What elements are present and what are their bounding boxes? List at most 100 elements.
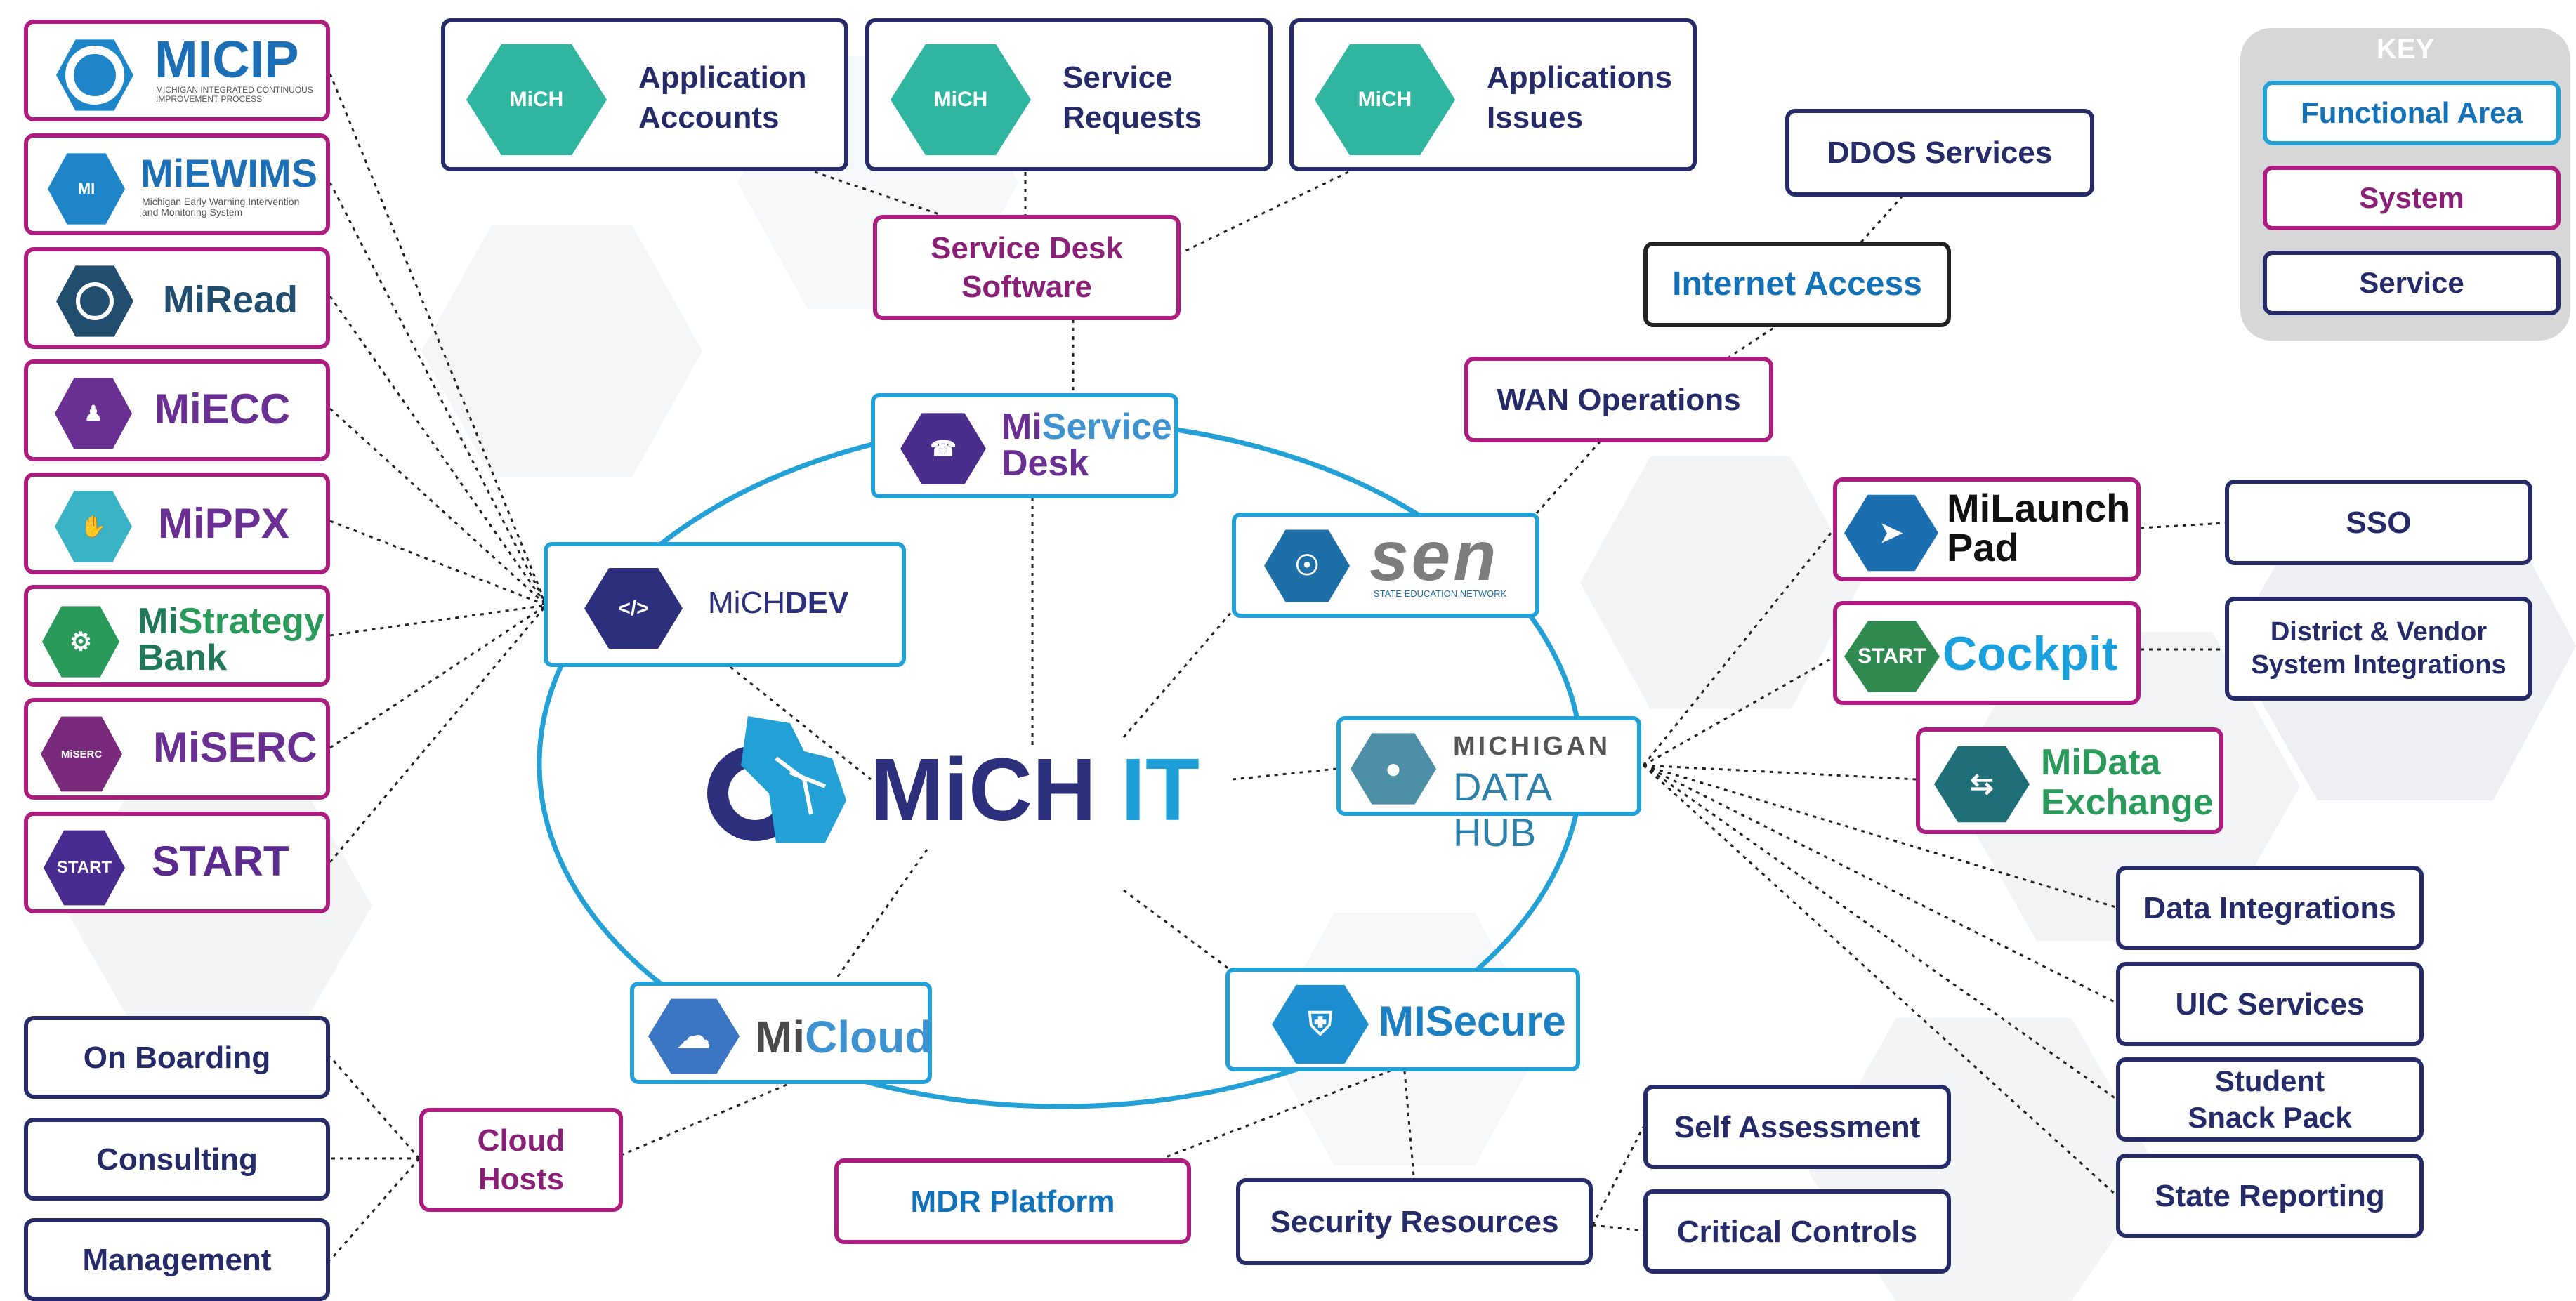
security-resources-box[interactable]: Security Resources: [1236, 1178, 1593, 1265]
michdev-dev: DEV: [784, 586, 849, 620]
mich-it-it: IT: [1120, 740, 1200, 839]
data-integrations-box[interactable]: Data Integrations: [2116, 866, 2424, 950]
mich-badge: MiCH: [933, 88, 988, 111]
miservice-mi: Mi: [1001, 407, 1042, 447]
mippx-name: MiPPX: [158, 500, 289, 547]
service-requests-system[interactable]: MiCH Service Requests: [865, 18, 1273, 171]
milaunchpad-title: MiLaunch Pad: [1947, 489, 2130, 567]
michigan-book-icon: MI: [48, 153, 125, 225]
legend-service: Service: [2263, 251, 2561, 315]
michigan-badge-icon: MiCH: [891, 44, 1031, 156]
network-nodes-icon: [56, 265, 133, 337]
miserc-badge: MiSERC: [60, 748, 103, 760]
misecure-mi: MI: [1379, 998, 1426, 1045]
mistrategy-bank-system[interactable]: ⚙ MiStrategy Bank: [24, 585, 330, 687]
consulting-box[interactable]: Consulting: [24, 1118, 330, 1201]
applications-issues-system[interactable]: MiCH Applications Issues: [1289, 18, 1697, 171]
miread-system[interactable]: MiRead: [24, 247, 330, 349]
michigan-data-hub-area[interactable]: ● MICHIGAN DATA HUB: [1336, 716, 1641, 854]
mdr-platform-box[interactable]: MDR Platform: [834, 1158, 1191, 1244]
mich-it-logo: MiCH IT: [685, 709, 1218, 850]
gear-people-icon: ⚙: [42, 606, 119, 678]
miewims-name: MiEWIMS: [140, 151, 317, 195]
micloud-area[interactable]: ☁ MiCloud: [630, 982, 932, 1084]
misecure-title: MISecure: [1379, 997, 1566, 1045]
micloud-mi: Mi: [755, 1012, 806, 1062]
start-name: START: [152, 838, 289, 885]
management-box[interactable]: Management: [24, 1218, 330, 1301]
start-badge-icon: START: [1844, 621, 1940, 692]
application-accounts-system[interactable]: MiCH Application Accounts: [441, 18, 848, 171]
miecc-system[interactable]: ♟ MiECC: [24, 359, 330, 461]
miserc-system[interactable]: MiSERC MiSERC: [24, 698, 330, 800]
cockpit-badge: START: [1858, 645, 1926, 668]
on-boarding-box[interactable]: On Boarding: [24, 1016, 330, 1099]
miservice-desk-title: MiService Desk: [1001, 409, 1172, 482]
cloud-hosts-box[interactable]: Cloud Hosts: [419, 1108, 623, 1212]
legend-title: KEY: [2376, 34, 2435, 65]
service-requests-label: Service Requests: [1063, 60, 1202, 136]
misecure-area[interactable]: ⛨ MISecure: [1225, 968, 1580, 1071]
mistrategy-bank: Bank: [138, 638, 228, 678]
micip-subtitle: MICHIGAN INTEGRATED CONTINUOUS IMPROVEME…: [156, 85, 313, 105]
micip-system[interactable]: MICIP MICHIGAN INTEGRATED CONTINUOUS IMP…: [24, 20, 330, 121]
micip-name: MICIP: [155, 30, 299, 88]
ddos-services-box[interactable]: DDOS Services: [1785, 109, 2094, 197]
internet-access-box[interactable]: Internet Access: [1643, 242, 1951, 327]
sen-area[interactable]: ☉ sen STATE EDUCATION NETWORK: [1232, 513, 1539, 618]
mippx-system[interactable]: ✋ MiPPX: [24, 473, 330, 574]
cockpit-system[interactable]: START Cockpit: [1833, 601, 2141, 705]
legend-system: System: [2263, 166, 2561, 230]
service-desk-software-box[interactable]: Service Desk Software: [873, 215, 1181, 320]
michigan-badge-icon: MiCH: [1315, 44, 1455, 156]
michdev-mich: MiCH: [708, 586, 785, 620]
midata-exchange: Exchange: [2041, 782, 2214, 824]
micloud-title: MiCloud: [755, 1011, 932, 1063]
data-hub-icon: ●: [1351, 733, 1436, 805]
mich-it-title: MiCH IT: [870, 746, 1200, 834]
legend-functional-area: Functional Area: [2263, 81, 2561, 145]
miewims-system[interactable]: MI MiEWIMS Michigan Early Warning Interv…: [24, 133, 330, 235]
applications-issues-label: Applications Issues: [1487, 60, 1673, 136]
district-vendor-box[interactable]: District & Vendor System Integrations: [2225, 597, 2532, 701]
miread-name: MiRead: [163, 279, 298, 321]
legend-key: KEY Functional Area System Service: [2240, 28, 2570, 341]
michdev-title: MiCHDEV: [708, 586, 848, 621]
start-badge: START: [56, 858, 112, 877]
uic-services-box[interactable]: UIC Services: [2116, 962, 2424, 1046]
milaunchpad-system[interactable]: ➤ MiLaunch Pad: [1833, 477, 2141, 581]
service-desk-icon: ☎: [900, 413, 986, 484]
misecure-secure: Secure: [1425, 998, 1566, 1045]
hands-icon: ✋: [55, 491, 132, 562]
mistrategy-mi: Mi: [138, 601, 178, 642]
milaunchpad-pad: Pad: [1947, 525, 2019, 569]
start-badge-icon: START: [44, 830, 125, 906]
mistrategy-strategy: Strategy: [178, 601, 324, 642]
student-snack-pack-box[interactable]: Student Snack Pack: [2116, 1057, 2424, 1142]
midata-title: MiData Exchange: [2041, 742, 2214, 824]
michigan-badge-icon: MiCH: [466, 44, 607, 156]
midata-exchange-system[interactable]: ⇆ MiData Exchange: [1916, 727, 2223, 834]
mich-it-mich: MiCH: [870, 740, 1096, 839]
shield-icon: ⛨: [1272, 984, 1369, 1064]
mich-badge: MiCH: [509, 88, 564, 111]
start-system[interactable]: START START: [24, 812, 330, 913]
michdev-area[interactable]: </> MiCHDEV: [544, 542, 906, 667]
gear-michigan-icon: [707, 716, 846, 843]
family-icon: ♟: [55, 378, 132, 449]
data-hub-line1: MICHIGAN: [1453, 732, 1611, 761]
cloud-icon: ☁: [648, 998, 740, 1074]
wan-operations-box[interactable]: WAN Operations: [1464, 357, 1773, 442]
miecc-name: MiECC: [155, 385, 291, 432]
data-hub-line2: DATA HUB: [1453, 765, 1550, 854]
critical-controls-box[interactable]: Critical Controls: [1643, 1189, 1951, 1274]
sso-box[interactable]: SSO: [2225, 480, 2532, 565]
miserc-name: MiSERC: [153, 724, 317, 771]
self-assessment-box[interactable]: Self Assessment: [1643, 1085, 1951, 1169]
miservice-desk-area[interactable]: ☎ MiService Desk: [871, 393, 1178, 498]
state-reporting-box[interactable]: State Reporting: [2116, 1154, 2424, 1238]
cockpit-name: Cockpit: [1943, 627, 2118, 680]
micloud-cloud: Cloud: [805, 1012, 933, 1062]
miserc-badge-icon: MiSERC: [41, 716, 122, 792]
miservice-service: Service: [1041, 407, 1172, 447]
